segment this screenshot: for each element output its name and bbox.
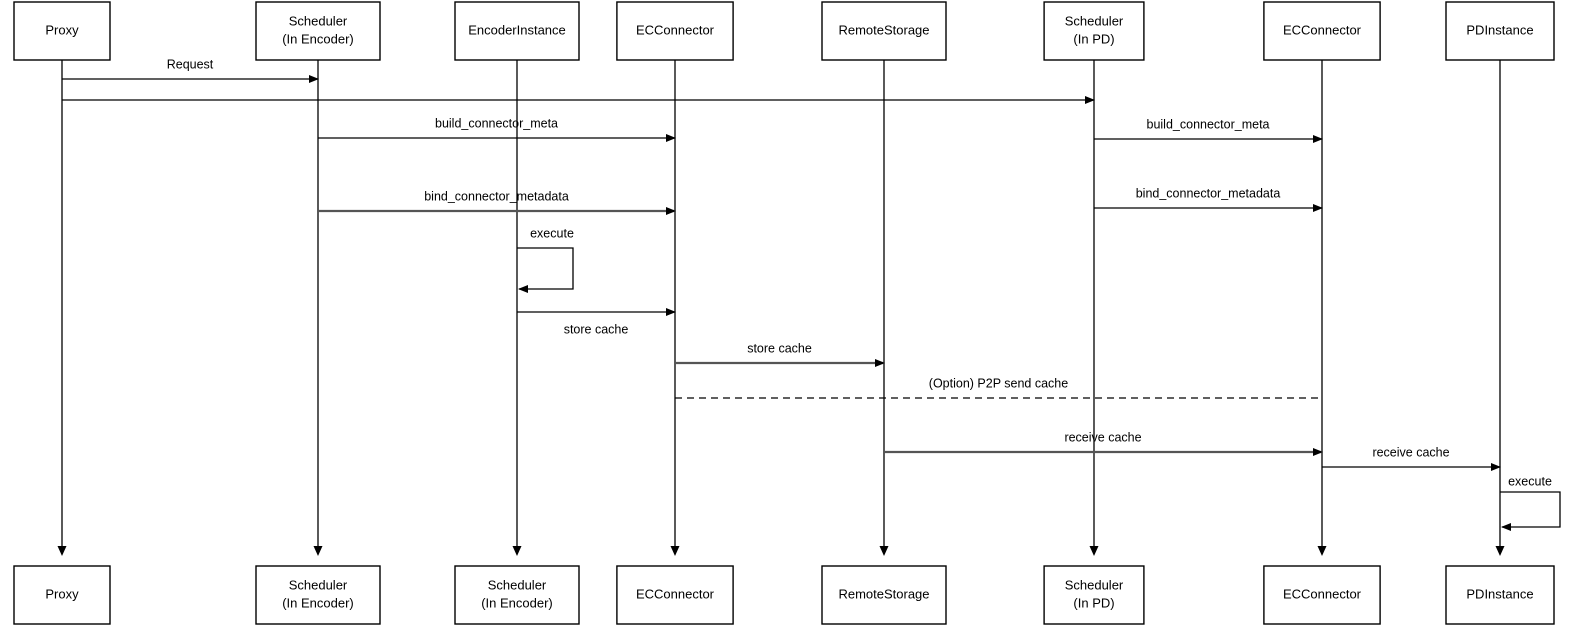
message-m1[interactable]: Request — [62, 57, 319, 83]
top-participant-boxes: Proxy Scheduler (In Encoder) EncoderInstanc… — [13, 1, 1555, 61]
self-message-path-s2 — [1500, 491, 1561, 531]
bottom-box-scheduler_enc[interactable]: Scheduler (In Encoder) — [255, 565, 381, 625]
bottom-box-label: ECConnector — [636, 586, 715, 601]
message-m4[interactable]: build_connector_meta — [1094, 117, 1323, 143]
message-m11[interactable]: receive cache — [1322, 445, 1501, 471]
message-label-m9: (Option) P2P send cache — [929, 376, 1068, 390]
message-label-m11: receive cache — [1372, 445, 1449, 459]
self-message-s1[interactable]: execute — [517, 226, 574, 293]
top-box-label: RemoteStorage — [838, 22, 929, 37]
top-box-label-line1: Scheduler — [1065, 13, 1124, 28]
self-messages-group: execute execute — [517, 226, 1561, 531]
top-box-scheduler_pd[interactable]: Scheduler (In PD) — [1043, 1, 1145, 61]
bottom-box-label: PDInstance — [1466, 586, 1533, 601]
bottom-box-label-line1: Scheduler — [488, 577, 547, 592]
bottom-box-scheduler_pd[interactable]: Scheduler (In PD) — [1043, 565, 1145, 625]
message-m8[interactable]: store cache — [675, 341, 885, 367]
message-label-m1: Request — [167, 57, 214, 71]
bottom-box-ec_connector_l[interactable]: ECConnector — [616, 565, 734, 625]
bottom-box-label-line2: (In Encoder) — [481, 595, 553, 610]
message-m5[interactable]: bind_connector_metadata — [318, 189, 676, 215]
bottom-box-ec_connector_r[interactable]: ECConnector — [1263, 565, 1381, 625]
message-label-m5: bind_connector_metadata — [424, 189, 569, 203]
bottom-box-label: ECConnector — [1283, 586, 1362, 601]
top-box-label: PDInstance — [1466, 22, 1533, 37]
top-box-pd_instance[interactable]: PDInstance — [1445, 1, 1555, 61]
top-box-label: EncoderInstance — [468, 22, 566, 37]
bottom-box-pd_instance[interactable]: PDInstance — [1445, 565, 1555, 625]
message-label-m3: build_connector_meta — [435, 116, 558, 130]
message-m7[interactable]: store cache — [517, 308, 676, 336]
top-box-label-line2: (In Encoder) — [282, 31, 354, 46]
top-box-scheduler_enc[interactable]: Scheduler (In Encoder) — [255, 1, 381, 61]
self-message-label-s1: execute — [530, 226, 574, 240]
message-label-m10: receive cache — [1064, 430, 1141, 444]
message-m6[interactable]: bind_connector_metadata — [1094, 186, 1323, 212]
lifelines-group — [57, 60, 1505, 556]
top-box-label: ECConnector — [1283, 22, 1362, 37]
top-box-remote_storage[interactable]: RemoteStorage — [821, 1, 947, 61]
top-box-label: ECConnector — [636, 22, 715, 37]
bottom-box-proxy[interactable]: Proxy — [13, 565, 111, 625]
message-m3[interactable]: build_connector_meta — [318, 116, 676, 142]
top-box-label-line2: (In PD) — [1073, 31, 1114, 46]
message-label-m8: store cache — [747, 341, 812, 355]
bottom-box-label: Proxy — [45, 586, 79, 601]
bottom-box-label-line2: (In PD) — [1073, 595, 1114, 610]
bottom-box-label: RemoteStorage — [838, 586, 929, 601]
message-label-m4: build_connector_meta — [1147, 117, 1270, 131]
top-box-encoder_instance[interactable]: EncoderInstance — [454, 1, 580, 61]
top-box-ec_connector_r[interactable]: ECConnector — [1263, 1, 1381, 61]
top-box-label-line1: Scheduler — [289, 13, 348, 28]
top-box-ec_connector_l[interactable]: ECConnector — [616, 1, 734, 61]
bottom-participant-boxes: Proxy Scheduler (In Encoder) Scheduler (In E… — [13, 565, 1555, 625]
message-label-m7: store cache — [564, 322, 629, 336]
message-m9[interactable]: (Option) P2P send cache — [675, 376, 1322, 399]
message-m10[interactable]: receive cache — [884, 430, 1323, 456]
top-box-label: Proxy — [45, 22, 79, 37]
top-box-proxy[interactable]: Proxy — [13, 1, 111, 61]
bottom-box-label-line2: (In Encoder) — [282, 595, 354, 610]
bottom-box-remote_storage[interactable]: RemoteStorage — [821, 565, 947, 625]
bottom-box-label-line1: Scheduler — [289, 577, 348, 592]
bottom-box-label-line1: Scheduler — [1065, 577, 1124, 592]
message-label-m6: bind_connector_metadata — [1136, 186, 1281, 200]
self-message-label-s2: execute — [1508, 474, 1552, 488]
self-message-path-s1 — [517, 247, 574, 293]
self-message-s2[interactable]: execute — [1500, 474, 1561, 531]
messages-group: Request build_connector_meta build_connect… — [62, 57, 1501, 471]
bottom-box-encoder_instance[interactable]: Scheduler (In Encoder) — [454, 565, 580, 625]
